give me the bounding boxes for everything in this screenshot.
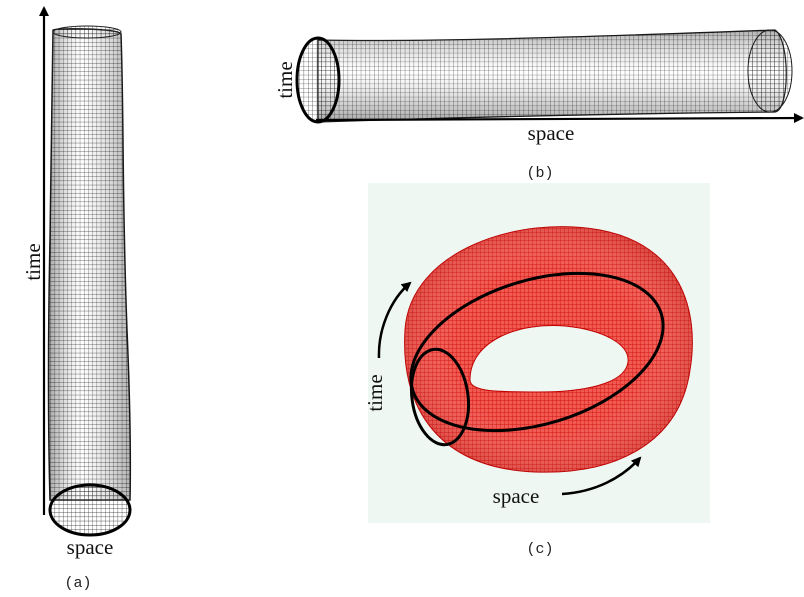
caption-b: (b)	[526, 165, 553, 182]
cylinder-a-top	[53, 26, 121, 38]
cylinder-b-end	[748, 30, 792, 112]
cylinder-a-shading	[49, 29, 131, 500]
time-loop-b	[297, 38, 339, 122]
time-label-b: time	[273, 61, 297, 98]
time-label-c: time	[363, 374, 387, 411]
panel-a: time space (a)	[21, 8, 130, 592]
space-label-c: space	[493, 484, 540, 508]
torus-shading	[405, 227, 693, 473]
space-label-a: space	[67, 535, 114, 559]
time-label-a: time	[21, 243, 45, 280]
space-loop-a	[50, 485, 130, 535]
space-label-b: space	[528, 121, 575, 145]
caption-c: (c)	[526, 541, 553, 558]
caption-a: (a)	[64, 575, 91, 592]
panel-b: time space (b)	[273, 30, 802, 182]
cylinder-b-shading	[318, 30, 786, 122]
panel-c: time space (c)	[363, 183, 710, 558]
